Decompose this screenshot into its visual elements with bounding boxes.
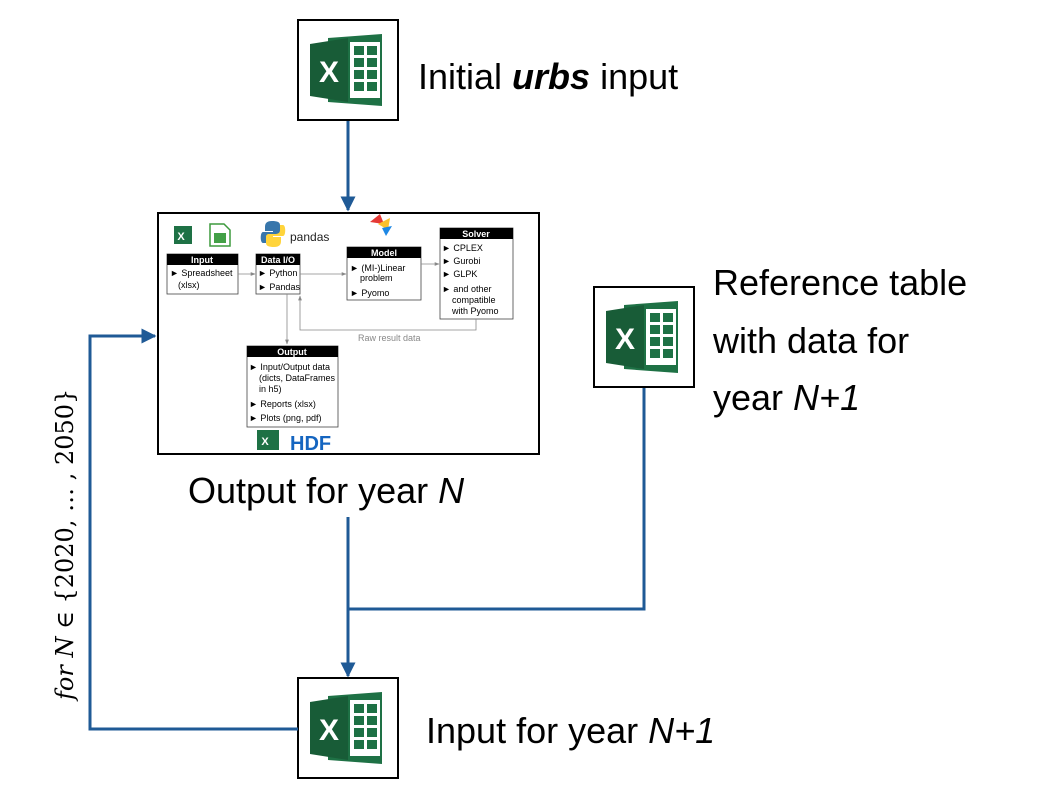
- python-logo-icon: [260, 221, 286, 247]
- inner-input-item: ► Spreadsheet: [170, 268, 233, 278]
- inner-model-item: ► Pyomo: [350, 288, 389, 298]
- output-var: N: [438, 470, 465, 511]
- inner-solver-item: ► Gurobi: [442, 256, 480, 266]
- initial-suffix: input: [590, 56, 678, 97]
- inner-solver-item: compatible: [452, 295, 496, 305]
- output-caption: Output for year N: [188, 470, 465, 511]
- inner-solver-box: [439, 227, 514, 320]
- loop-arrow: [88, 328, 298, 731]
- inner-model-item: problem: [360, 273, 393, 283]
- excel-icon-input-next: X: [297, 677, 399, 779]
- svg-text:for N ∈ {2020, … , 2050}: for N ∈ {2020, … , 2050}: [51, 389, 79, 702]
- inner-solver-item: ► GLPK: [442, 269, 477, 279]
- reference-line-1: Reference table: [713, 262, 967, 303]
- raw-result-label: Raw result data: [358, 333, 421, 343]
- loop-label: for N ∈ {2020, … , 2050}: [51, 389, 79, 702]
- inner-output-item: ► Plots (png, pdf): [249, 413, 321, 423]
- pyomo-bird-icon: [370, 214, 392, 236]
- excel-letter: X: [319, 56, 339, 89]
- libreoffice-calc-icon: [209, 223, 231, 247]
- excel-letter: X: [615, 323, 635, 356]
- urbs-word: urbs: [512, 56, 590, 97]
- inner-output-item: in h5): [259, 384, 282, 394]
- inner-output-item: ► Input/Output data: [249, 362, 330, 372]
- inner-dataio-item: ► Python: [258, 268, 297, 278]
- inner-dataio-header: Data I/O: [261, 255, 295, 265]
- inner-model-item: ► (MI-)Linear: [350, 263, 405, 273]
- inner-workflow: X pandas Input ► Spreadsheet (xlsx) Data…: [166, 214, 514, 455]
- inner-solver-header: Solver: [462, 229, 490, 239]
- input-next-label: Input for year N+1: [426, 710, 715, 751]
- initial-input-label: Initial urbs input: [418, 56, 678, 97]
- excel-icon-initial: X: [297, 19, 399, 121]
- excel-small-icon: X: [174, 226, 192, 244]
- excel-icon-reference: X: [593, 286, 695, 388]
- inner-output-box: [246, 345, 339, 428]
- inner-dataio-item: ► Pandas: [258, 282, 300, 292]
- inner-model-header: Model: [371, 248, 397, 258]
- svg-text:X: X: [261, 436, 269, 448]
- inner-output-item: ► Reports (xlsx): [249, 399, 316, 409]
- initial-prefix: Initial: [418, 56, 512, 97]
- hdf-logo-icon: HDF: [290, 433, 331, 455]
- inner-solver-item: with Pyomo: [451, 306, 499, 316]
- inner-input-header: Input: [191, 255, 213, 265]
- inner-solver-item: ► CPLEX: [442, 243, 483, 253]
- excel-small-icon: X: [257, 430, 279, 450]
- reference-line-3: year N+1: [713, 377, 860, 418]
- inner-output-item: (dicts, DataFrames: [259, 373, 336, 383]
- excel-letter: X: [319, 714, 339, 747]
- pandas-label: pandas: [290, 230, 329, 244]
- svg-text:X: X: [177, 231, 185, 243]
- reference-line-2: with data for: [712, 320, 909, 361]
- output-prefix: Output for year: [188, 470, 438, 511]
- inner-input-item: (xlsx): [178, 280, 200, 290]
- line-reference-down: [348, 388, 646, 611]
- inner-solver-item: ► and other: [442, 284, 491, 294]
- inner-output-header: Output: [277, 347, 307, 357]
